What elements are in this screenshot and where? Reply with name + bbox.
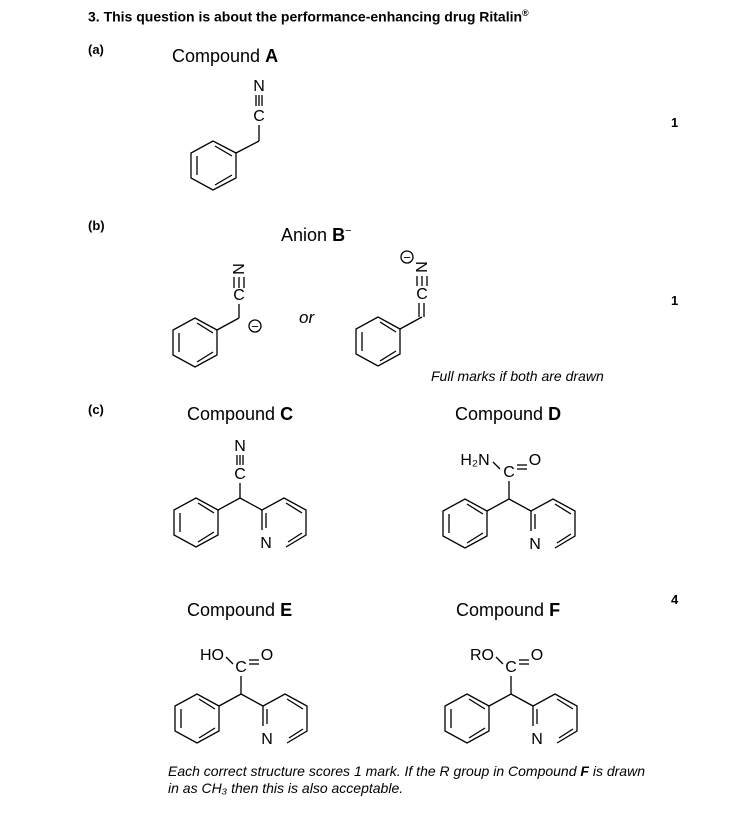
svg-text:C: C <box>233 287 245 304</box>
anion-b-label: Anion B− <box>281 225 352 245</box>
svg-text:O: O <box>531 647 543 664</box>
svg-text:N: N <box>529 536 541 553</box>
registered-mark: ® <box>522 8 529 18</box>
svg-text:C: C <box>416 286 428 303</box>
svg-text:O: O <box>529 452 541 469</box>
compound-e-structure: HO C O N <box>174 647 308 748</box>
svg-text:N: N <box>414 261 431 273</box>
mark-a: 1 <box>671 115 679 130</box>
svg-text:N: N <box>253 78 265 95</box>
svg-text:H₂N: H₂N <box>460 452 489 469</box>
compound-c-structure: N C N <box>173 438 307 552</box>
svg-text:C: C <box>503 464 515 481</box>
compound-d-structure: H₂N C O N <box>442 452 576 553</box>
part-b-note: Full marks if both are drawn <box>431 368 604 384</box>
marking-footnote: Each correct structure scores 1 mark. If… <box>168 763 645 796</box>
svg-text:−: − <box>403 250 411 265</box>
svg-text:C: C <box>505 659 517 676</box>
part-label-c: (c) <box>88 402 104 417</box>
compound-f-label: Compound F <box>456 600 561 620</box>
compound-a-label: Compound A <box>172 46 279 66</box>
compound-d-label: Compound D <box>455 404 562 424</box>
svg-text:C: C <box>235 659 247 676</box>
svg-text:HO: HO <box>200 647 224 664</box>
compound-a-structure: N C <box>190 78 265 191</box>
part-label-b: (b) <box>88 218 105 233</box>
part-label-a: (a) <box>88 42 104 57</box>
mark-b: 1 <box>671 293 679 308</box>
anion-b-structure-2: − N C <box>355 250 431 367</box>
svg-text:N: N <box>231 263 248 275</box>
compound-c-label: Compound C <box>187 404 294 424</box>
svg-text:N: N <box>234 438 246 455</box>
svg-text:N: N <box>261 731 273 748</box>
mark-c: 4 <box>671 592 679 607</box>
svg-text:−: − <box>251 319 259 334</box>
svg-text:N: N <box>260 535 272 552</box>
compound-f-structure: RO C O N <box>444 647 578 748</box>
svg-text:RO: RO <box>470 647 494 664</box>
or-text: or <box>299 308 315 327</box>
anion-b-structure-1: N C − <box>172 263 262 368</box>
compound-e-label: Compound E <box>187 600 293 620</box>
svg-text:N: N <box>531 731 543 748</box>
svg-text:C: C <box>234 466 246 483</box>
svg-text:C: C <box>253 108 265 125</box>
svg-text:O: O <box>261 647 273 664</box>
question-title: 3. This question is about the performanc… <box>88 8 529 25</box>
